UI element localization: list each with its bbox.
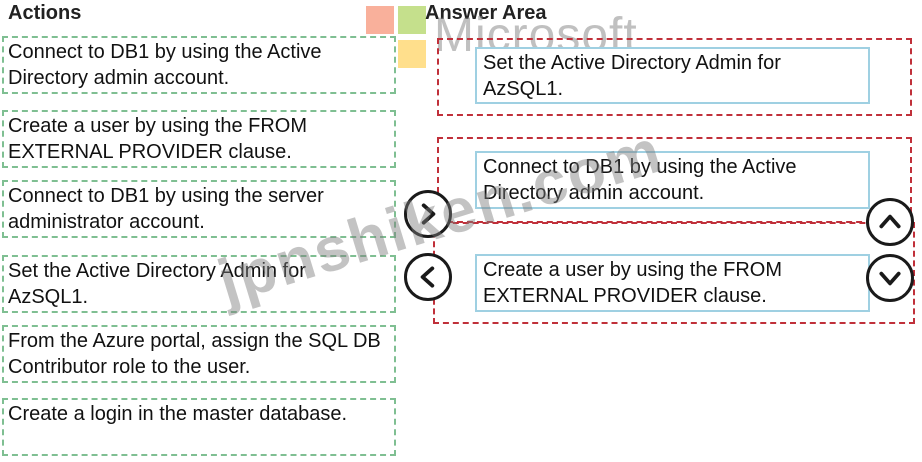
- action-item[interactable]: Set the Active Directory Admin for AzSQL…: [2, 255, 396, 313]
- logo-square-red: [366, 6, 394, 34]
- answer-item[interactable]: Connect to DB1 by using the Active Direc…: [475, 151, 870, 209]
- move-down-button[interactable]: [866, 254, 914, 302]
- move-down-icon: [879, 271, 901, 286]
- action-item[interactable]: Connect to DB1 by using the server admin…: [2, 180, 396, 238]
- move-left-button[interactable]: [404, 253, 452, 301]
- move-right-icon: [421, 203, 436, 225]
- action-item[interactable]: From the Azure portal, assign the SQL DB…: [2, 325, 396, 383]
- action-item[interactable]: Create a user by using the FROM EXTERNAL…: [2, 110, 396, 168]
- action-item[interactable]: Create a login in the master database.: [2, 398, 396, 456]
- answer-slot-1[interactable]: [437, 38, 912, 116]
- answer-item[interactable]: Create a user by using the FROM EXTERNAL…: [475, 254, 870, 312]
- action-item[interactable]: Connect to DB1 by using the Active Direc…: [2, 36, 396, 94]
- move-up-icon: [879, 214, 901, 229]
- logo-square-green: [398, 6, 426, 34]
- actions-heading: Actions: [8, 2, 82, 24]
- move-left-icon: [420, 266, 435, 288]
- move-up-button[interactable]: [866, 198, 914, 246]
- move-right-button[interactable]: [404, 190, 452, 238]
- answer-area-heading: Answer Area: [425, 2, 547, 24]
- answer-item[interactable]: Set the Active Directory Admin for AzSQL…: [475, 47, 870, 104]
- logo-square-yellow: [398, 40, 426, 68]
